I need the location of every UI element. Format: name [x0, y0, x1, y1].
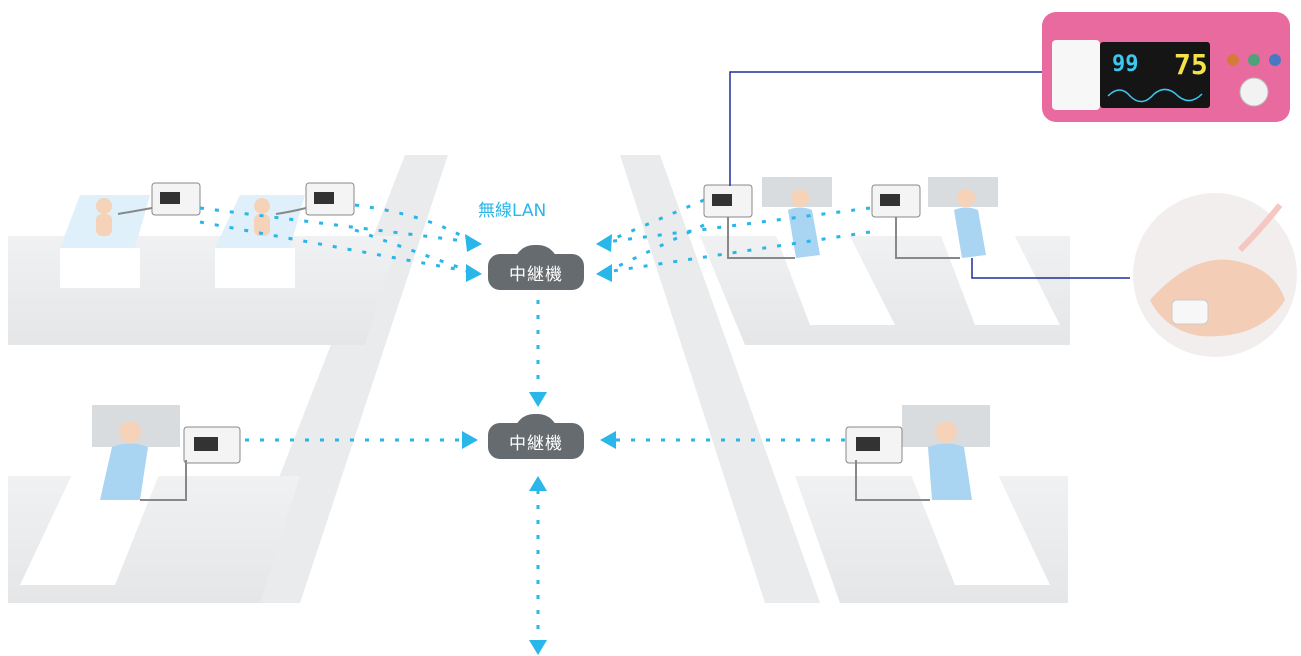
wireless-signals — [199, 198, 871, 630]
relay-station-top: 中継機 — [488, 245, 584, 290]
enlarged-pulse-oximeter — [1042, 12, 1290, 122]
signal-arrowheads — [462, 234, 616, 655]
relay-station-bottom: 中継機 — [488, 414, 584, 459]
relay-bottom-label: 中継機 — [509, 433, 563, 454]
wireless-lan-label: 無線LAN — [478, 201, 547, 221]
bedside-monitor-5 — [183, 426, 241, 464]
infant-crib-2 — [215, 195, 305, 288]
spo2-readout: 99 — [1112, 52, 1139, 77]
bedside-monitor-4 — [871, 184, 921, 218]
bed-bottom-left — [20, 405, 180, 585]
bedside-monitor-3 — [703, 184, 753, 218]
pulse-rate-readout: 75 — [1174, 48, 1208, 81]
detail-leader-lines — [729, 71, 1130, 279]
bed-bottom-right — [900, 405, 1050, 585]
bedside-monitor-2 — [305, 182, 355, 216]
enlarged-finger-sensor — [1133, 193, 1297, 357]
relay-top-label: 中継機 — [509, 264, 563, 285]
sensor-cables — [117, 207, 960, 501]
infant-crib-1 — [60, 195, 150, 288]
bed-top-right-1 — [762, 177, 895, 325]
bed-top-right-2 — [928, 177, 1060, 325]
bedside-monitor-1 — [151, 182, 201, 216]
corridor — [230, 155, 820, 603]
bedside-monitor-6 — [845, 426, 903, 464]
